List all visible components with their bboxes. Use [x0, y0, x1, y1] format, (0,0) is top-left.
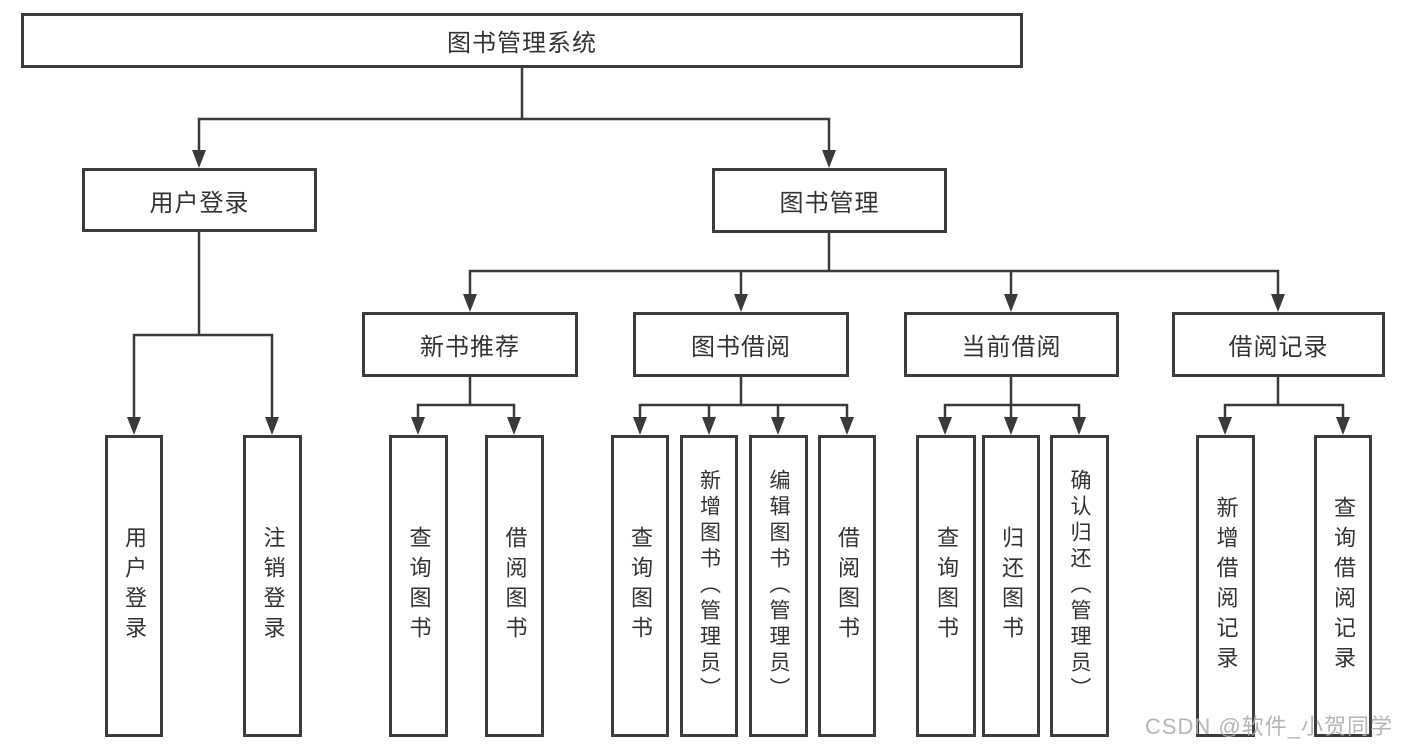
node-label: 用户登录 [122, 526, 147, 646]
node-label: 注销登录 [260, 526, 286, 646]
node-label: 查询图书 [628, 526, 653, 646]
node-book-borrowing: 图书借阅 [633, 312, 849, 377]
node-current-borrowing: 当前借阅 [904, 312, 1119, 377]
node-label: 当前借阅 [961, 334, 1062, 361]
leaf-add-books-admin: 新增图书（管理员） [680, 435, 738, 737]
node-root-library-system: 图书管理系统 [21, 13, 1023, 68]
node-label: 新增借阅记录 [1213, 496, 1239, 676]
node-label: 图书管理 [779, 190, 880, 217]
node-label: 归还图书 [999, 526, 1024, 646]
node-label: 新增图书（管理员） [697, 469, 721, 703]
node-label: 新书推荐 [420, 334, 520, 361]
leaf-recommend-query-books: 查询图书 [389, 435, 448, 737]
node-label: 查询图书 [934, 526, 959, 646]
leaf-logout: 注销登录 [243, 435, 302, 737]
node-label: 借阅图书 [835, 526, 860, 646]
node-label: 查询图书 [406, 526, 432, 646]
node-user-login: 用户登录 [82, 168, 317, 232]
node-book-management: 图书管理 [712, 168, 947, 233]
leaf-user-login: 用户登录 [105, 435, 163, 737]
node-label: 查询借阅记录 [1331, 496, 1356, 676]
node-label: 图书管理系统 [447, 30, 597, 57]
leaf-edit-books-admin: 编辑图书（管理员） [749, 435, 808, 737]
node-borrowing-records: 借阅记录 [1172, 312, 1385, 377]
leaf-recommend-borrow-books: 借阅图书 [485, 435, 544, 737]
node-label: 编辑图书（管理员） [767, 469, 790, 703]
leaf-confirm-return-admin: 确认归还（管理员） [1050, 435, 1109, 737]
leaf-borrowing-query-books: 查询图书 [611, 435, 669, 737]
leaf-add-borrow-record: 新增借阅记录 [1196, 435, 1255, 737]
node-new-book-recommend: 新书推荐 [362, 312, 578, 377]
node-label: 借阅记录 [1228, 334, 1329, 361]
node-label: 图书借阅 [691, 334, 791, 361]
node-label: 借阅图书 [502, 526, 528, 646]
node-label: 确认归还（管理员） [1068, 469, 1091, 703]
csdn-watermark: CSDN @软件_小贺同学 [1144, 714, 1393, 739]
leaf-current-query-books: 查询图书 [916, 435, 976, 737]
leaf-return-books: 归还图书 [982, 435, 1040, 737]
leaf-borrowing-borrow-books: 借阅图书 [818, 435, 876, 737]
node-label: 用户登录 [149, 189, 250, 217]
leaf-query-borrow-record: 查询借阅记录 [1314, 435, 1372, 737]
